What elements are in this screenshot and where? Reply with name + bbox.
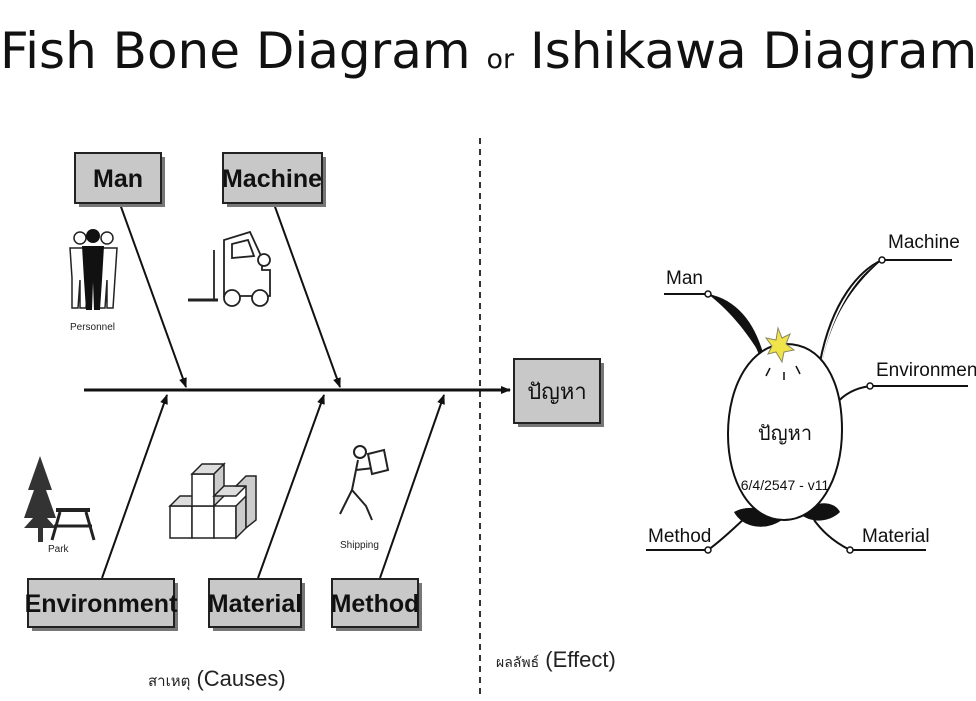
bone-man bbox=[119, 203, 187, 388]
cause-label-material: Material bbox=[208, 590, 302, 618]
fish-label-material: Material bbox=[862, 526, 930, 547]
cause-box-man: Man bbox=[74, 152, 165, 207]
personnel-label: Personnel bbox=[70, 322, 115, 333]
cause-box-material: Material bbox=[208, 578, 305, 631]
park-icon bbox=[24, 456, 96, 542]
cause-label-method: Method bbox=[331, 590, 420, 618]
title-left: Fish Bone Diagram bbox=[0, 22, 471, 80]
effect-label: ปัญหา bbox=[527, 379, 587, 404]
causes-caption-en: (Causes) bbox=[196, 666, 285, 691]
effect-box: ปัญหา bbox=[513, 358, 604, 427]
bone-machine bbox=[273, 203, 341, 388]
effect-caption-en: (Effect) bbox=[545, 647, 616, 672]
fish-bone-environment bbox=[835, 385, 968, 405]
bone-environment bbox=[101, 394, 168, 579]
fish-head-label: ปัญหา bbox=[758, 423, 812, 445]
forklift-icon bbox=[188, 230, 271, 307]
fish-head bbox=[726, 342, 844, 522]
fish-illustration: ปัญหา 6/4/2547 - v11 Man Machine Environ… bbox=[646, 232, 976, 554]
causes-caption: สาเหตุ (Causes) bbox=[148, 666, 286, 691]
cause-box-environment: Environment bbox=[25, 578, 178, 631]
spark-icon bbox=[764, 326, 796, 364]
page-title: Fish Bone Diagram or Ishikawa Diagram bbox=[0, 22, 976, 80]
cause-label-environment: Environment bbox=[25, 590, 178, 618]
title-right: Ishikawa Diagram bbox=[530, 22, 976, 80]
fish-label-machine: Machine bbox=[888, 232, 960, 253]
effect-caption-thai: ผลลัพธ์ bbox=[496, 654, 539, 670]
fish-label-method: Method bbox=[648, 526, 711, 547]
causes-caption-thai: สาเหตุ bbox=[148, 673, 190, 691]
fish-label-man: Man bbox=[666, 268, 703, 289]
fish-head-version: 6/4/2547 - v11 bbox=[741, 477, 830, 493]
title-connector: or bbox=[486, 44, 515, 75]
shipping-label: Shipping bbox=[340, 540, 379, 551]
bone-material bbox=[257, 394, 325, 579]
shipping-icon bbox=[339, 445, 390, 521]
cause-box-method: Method bbox=[331, 578, 422, 631]
effect-caption: ผลลัพธ์ (Effect) bbox=[496, 647, 616, 672]
cause-label-machine: Machine bbox=[222, 165, 322, 193]
personnel-icon bbox=[69, 229, 118, 310]
fish-label-environment: Environment bbox=[876, 360, 976, 381]
bone-method bbox=[379, 394, 445, 579]
cause-label-man: Man bbox=[93, 165, 143, 193]
park-label: Park bbox=[48, 544, 70, 555]
cause-box-machine: Machine bbox=[222, 152, 326, 207]
boxes-icon bbox=[168, 462, 257, 540]
